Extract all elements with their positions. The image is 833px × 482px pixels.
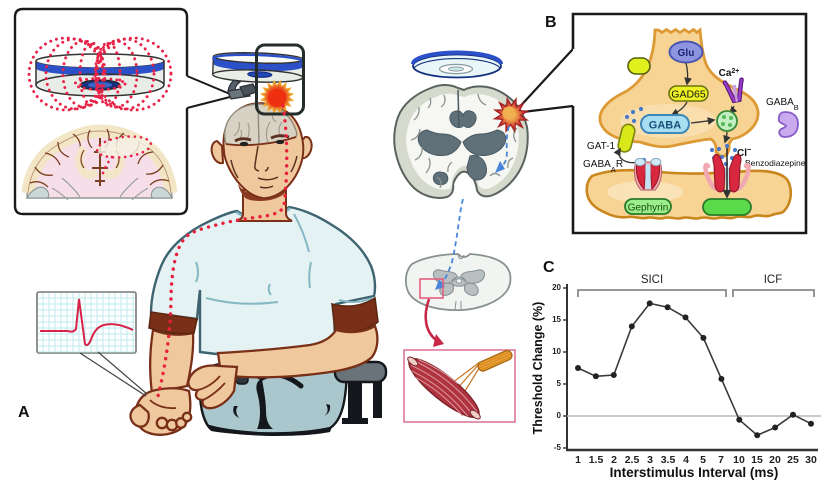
svg-text:SICI: SICI	[641, 274, 663, 286]
svg-text:2.5: 2.5	[625, 454, 640, 466]
svg-text:A: A	[18, 404, 30, 421]
svg-text:B: B	[545, 14, 557, 31]
svg-text:3: 3	[647, 454, 653, 466]
svg-text:0: 0	[557, 411, 562, 420]
svg-text:C: C	[543, 259, 555, 276]
svg-text:30: 30	[805, 454, 817, 466]
svg-text:GABAB: GABAB	[766, 97, 799, 112]
svg-text:1.5: 1.5	[589, 454, 604, 466]
svg-text:GAD65: GAD65	[671, 89, 706, 101]
svg-text:10: 10	[552, 347, 561, 356]
svg-text:Interstimulus Interval (ms): Interstimulus Interval (ms)	[610, 465, 779, 480]
svg-text:2: 2	[611, 454, 617, 466]
svg-text:Benzodiazepine: Benzodiazepine	[745, 158, 806, 168]
svg-text:20: 20	[769, 454, 781, 466]
svg-text:10: 10	[733, 454, 745, 466]
svg-text:GABA: GABA	[649, 120, 681, 132]
svg-text:Threshold Change (%): Threshold Change (%)	[531, 302, 545, 435]
svg-text:5: 5	[700, 454, 706, 466]
svg-text:25: 25	[787, 454, 799, 466]
svg-text:-5: -5	[554, 443, 562, 452]
svg-text:4: 4	[683, 454, 689, 466]
svg-text:15: 15	[751, 454, 763, 466]
svg-text:Glu: Glu	[678, 48, 695, 59]
svg-text:GAT-1: GAT-1	[587, 141, 616, 152]
svg-text:Ca2+: Ca2+	[719, 68, 740, 80]
svg-text:15: 15	[552, 315, 561, 324]
svg-text:3.5: 3.5	[661, 454, 676, 466]
svg-text:1: 1	[575, 454, 581, 466]
svg-text:7: 7	[718, 454, 724, 466]
svg-text:5: 5	[557, 379, 562, 388]
svg-text:20: 20	[552, 283, 561, 292]
svg-text:ICF: ICF	[764, 274, 783, 286]
svg-text:Gephyrin: Gephyrin	[628, 203, 669, 214]
